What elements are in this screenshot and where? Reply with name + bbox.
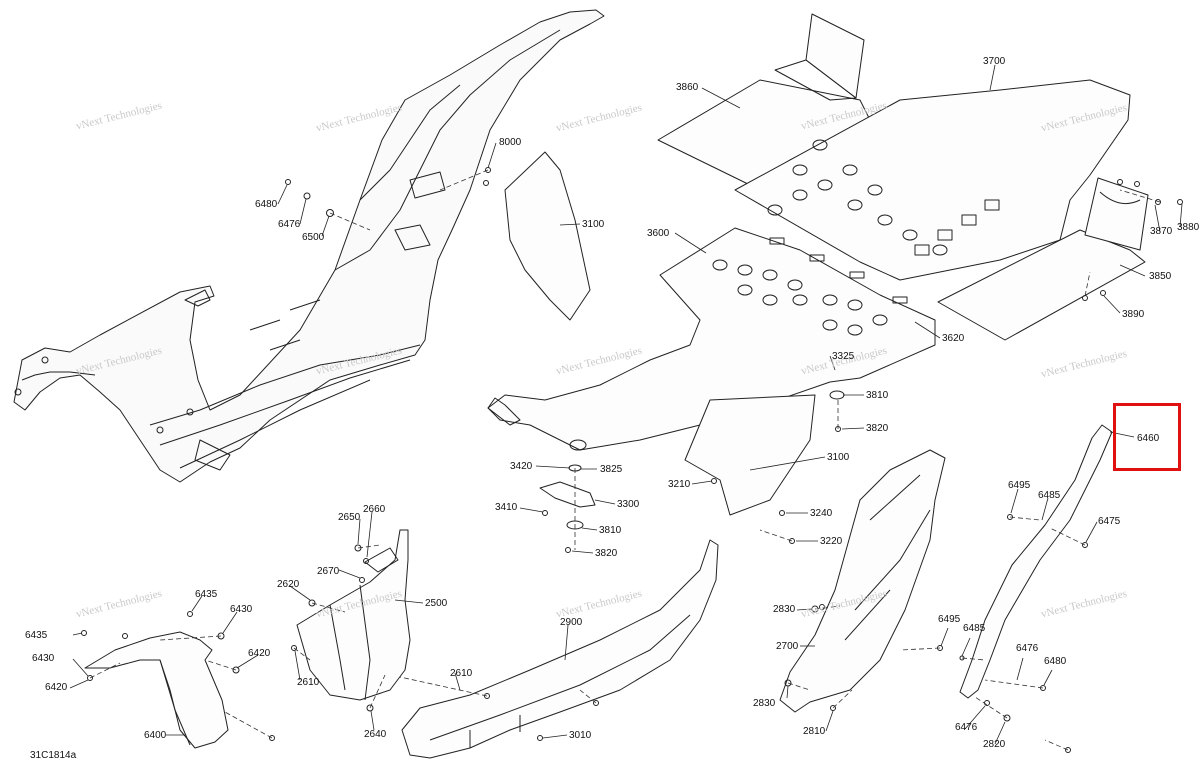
callout-3210[interactable]: 3210 [668, 479, 691, 490]
callout-6495-lower[interactable]: 6495 [938, 614, 961, 625]
callout-3100-lower[interactable]: 3100 [827, 452, 850, 463]
callout-3600[interactable]: 3600 [647, 228, 670, 239]
callout-6476-right[interactable]: 6476 [1016, 643, 1039, 654]
panel-3100-lower [684, 394, 816, 516]
callout-2900[interactable]: 2900 [560, 617, 583, 628]
front-panel-2500 [296, 529, 411, 701]
callout-3420[interactable]: 3420 [510, 461, 533, 472]
callout-6485-lower[interactable]: 6485 [963, 623, 986, 634]
callout-2610-left[interactable]: 2610 [297, 677, 320, 688]
callout-6435-left[interactable]: 6435 [25, 630, 48, 641]
callout-3890[interactable]: 3890 [1122, 309, 1145, 320]
callout-2500[interactable]: 2500 [425, 598, 448, 609]
leader-lines [69, 64, 1183, 745]
callout-3820[interactable]: 3820 [866, 423, 889, 434]
callout-3870[interactable]: 3870 [1150, 226, 1173, 237]
callout-2650[interactable]: 2650 [338, 512, 361, 523]
callout-3300[interactable]: 3300 [617, 499, 640, 510]
fender-6400 [84, 631, 229, 749]
callout-3700[interactable]: 3700 [983, 56, 1006, 67]
callout-2670[interactable]: 2670 [317, 566, 340, 577]
callout-3860[interactable]: 3860 [676, 82, 699, 93]
callout-6476-lower[interactable]: 6476 [955, 722, 978, 733]
callout-3820-lower[interactable]: 3820 [595, 548, 618, 559]
explode-lines [89, 169, 1161, 751]
callout-2660[interactable]: 2660 [363, 504, 386, 515]
callout-2640[interactable]: 2640 [364, 729, 387, 740]
callout-8000[interactable]: 8000 [499, 137, 522, 148]
callout-6475[interactable]: 6475 [1098, 516, 1121, 527]
callout-2810[interactable]: 2810 [803, 726, 826, 737]
callout-6485[interactable]: 6485 [1038, 490, 1061, 501]
callout-6480[interactable]: 6480 [255, 199, 278, 210]
left-side-frame-panel [13, 9, 605, 483]
callout-3810-lower[interactable]: 3810 [599, 525, 622, 536]
callout-6480-right[interactable]: 6480 [1044, 656, 1067, 667]
callout-2700[interactable]: 2700 [776, 641, 799, 652]
callout-2820[interactable]: 2820 [983, 739, 1006, 750]
callout-3410[interactable]: 3410 [495, 502, 518, 513]
callout-2620[interactable]: 2620 [277, 579, 300, 590]
callout-6430-left[interactable]: 6430 [32, 653, 55, 664]
callout-2830-upper[interactable]: 2830 [773, 604, 796, 615]
bracket-3300 [539, 481, 596, 508]
callout-3880[interactable]: 3880 [1177, 222, 1200, 233]
callout-3850[interactable]: 3850 [1149, 271, 1172, 282]
side-trim-6460 [959, 424, 1113, 699]
callout-6430[interactable]: 6430 [230, 604, 253, 615]
callout-2610-right[interactable]: 2610 [450, 668, 473, 679]
panel-3850 [937, 229, 1146, 341]
callout-3100[interactable]: 3100 [582, 219, 605, 230]
callout-6500[interactable]: 6500 [302, 232, 325, 243]
floor-pan-3700 [734, 79, 1131, 281]
callout-3220[interactable]: 3220 [820, 536, 843, 547]
callout-3810[interactable]: 3810 [866, 390, 889, 401]
panel-3100-upper [504, 151, 591, 321]
callout-6435[interactable]: 6435 [195, 589, 218, 600]
callout-6476[interactable]: 6476 [278, 219, 301, 230]
callout-6420-left[interactable]: 6420 [45, 682, 68, 693]
part-highlight-box [1113, 403, 1181, 471]
figure-id-label: 31C1814a [30, 750, 77, 761]
callout-3620[interactable]: 3620 [942, 333, 965, 344]
callout-6460[interactable]: 6460 [1137, 433, 1160, 444]
callout-3010[interactable]: 3010 [569, 730, 592, 741]
callout-3325[interactable]: 3325 [832, 351, 855, 362]
callout-6495[interactable]: 6495 [1008, 480, 1031, 491]
lower-panel-2900 [401, 539, 719, 759]
callout-3240[interactable]: 3240 [810, 508, 833, 519]
callout-2830-lower[interactable]: 2830 [753, 698, 776, 709]
callout-6420-right[interactable]: 6420 [248, 648, 271, 659]
side-panel-2700 [779, 449, 946, 713]
callout-6400[interactable]: 6400 [144, 730, 167, 741]
callout-3825[interactable]: 3825 [600, 464, 623, 475]
